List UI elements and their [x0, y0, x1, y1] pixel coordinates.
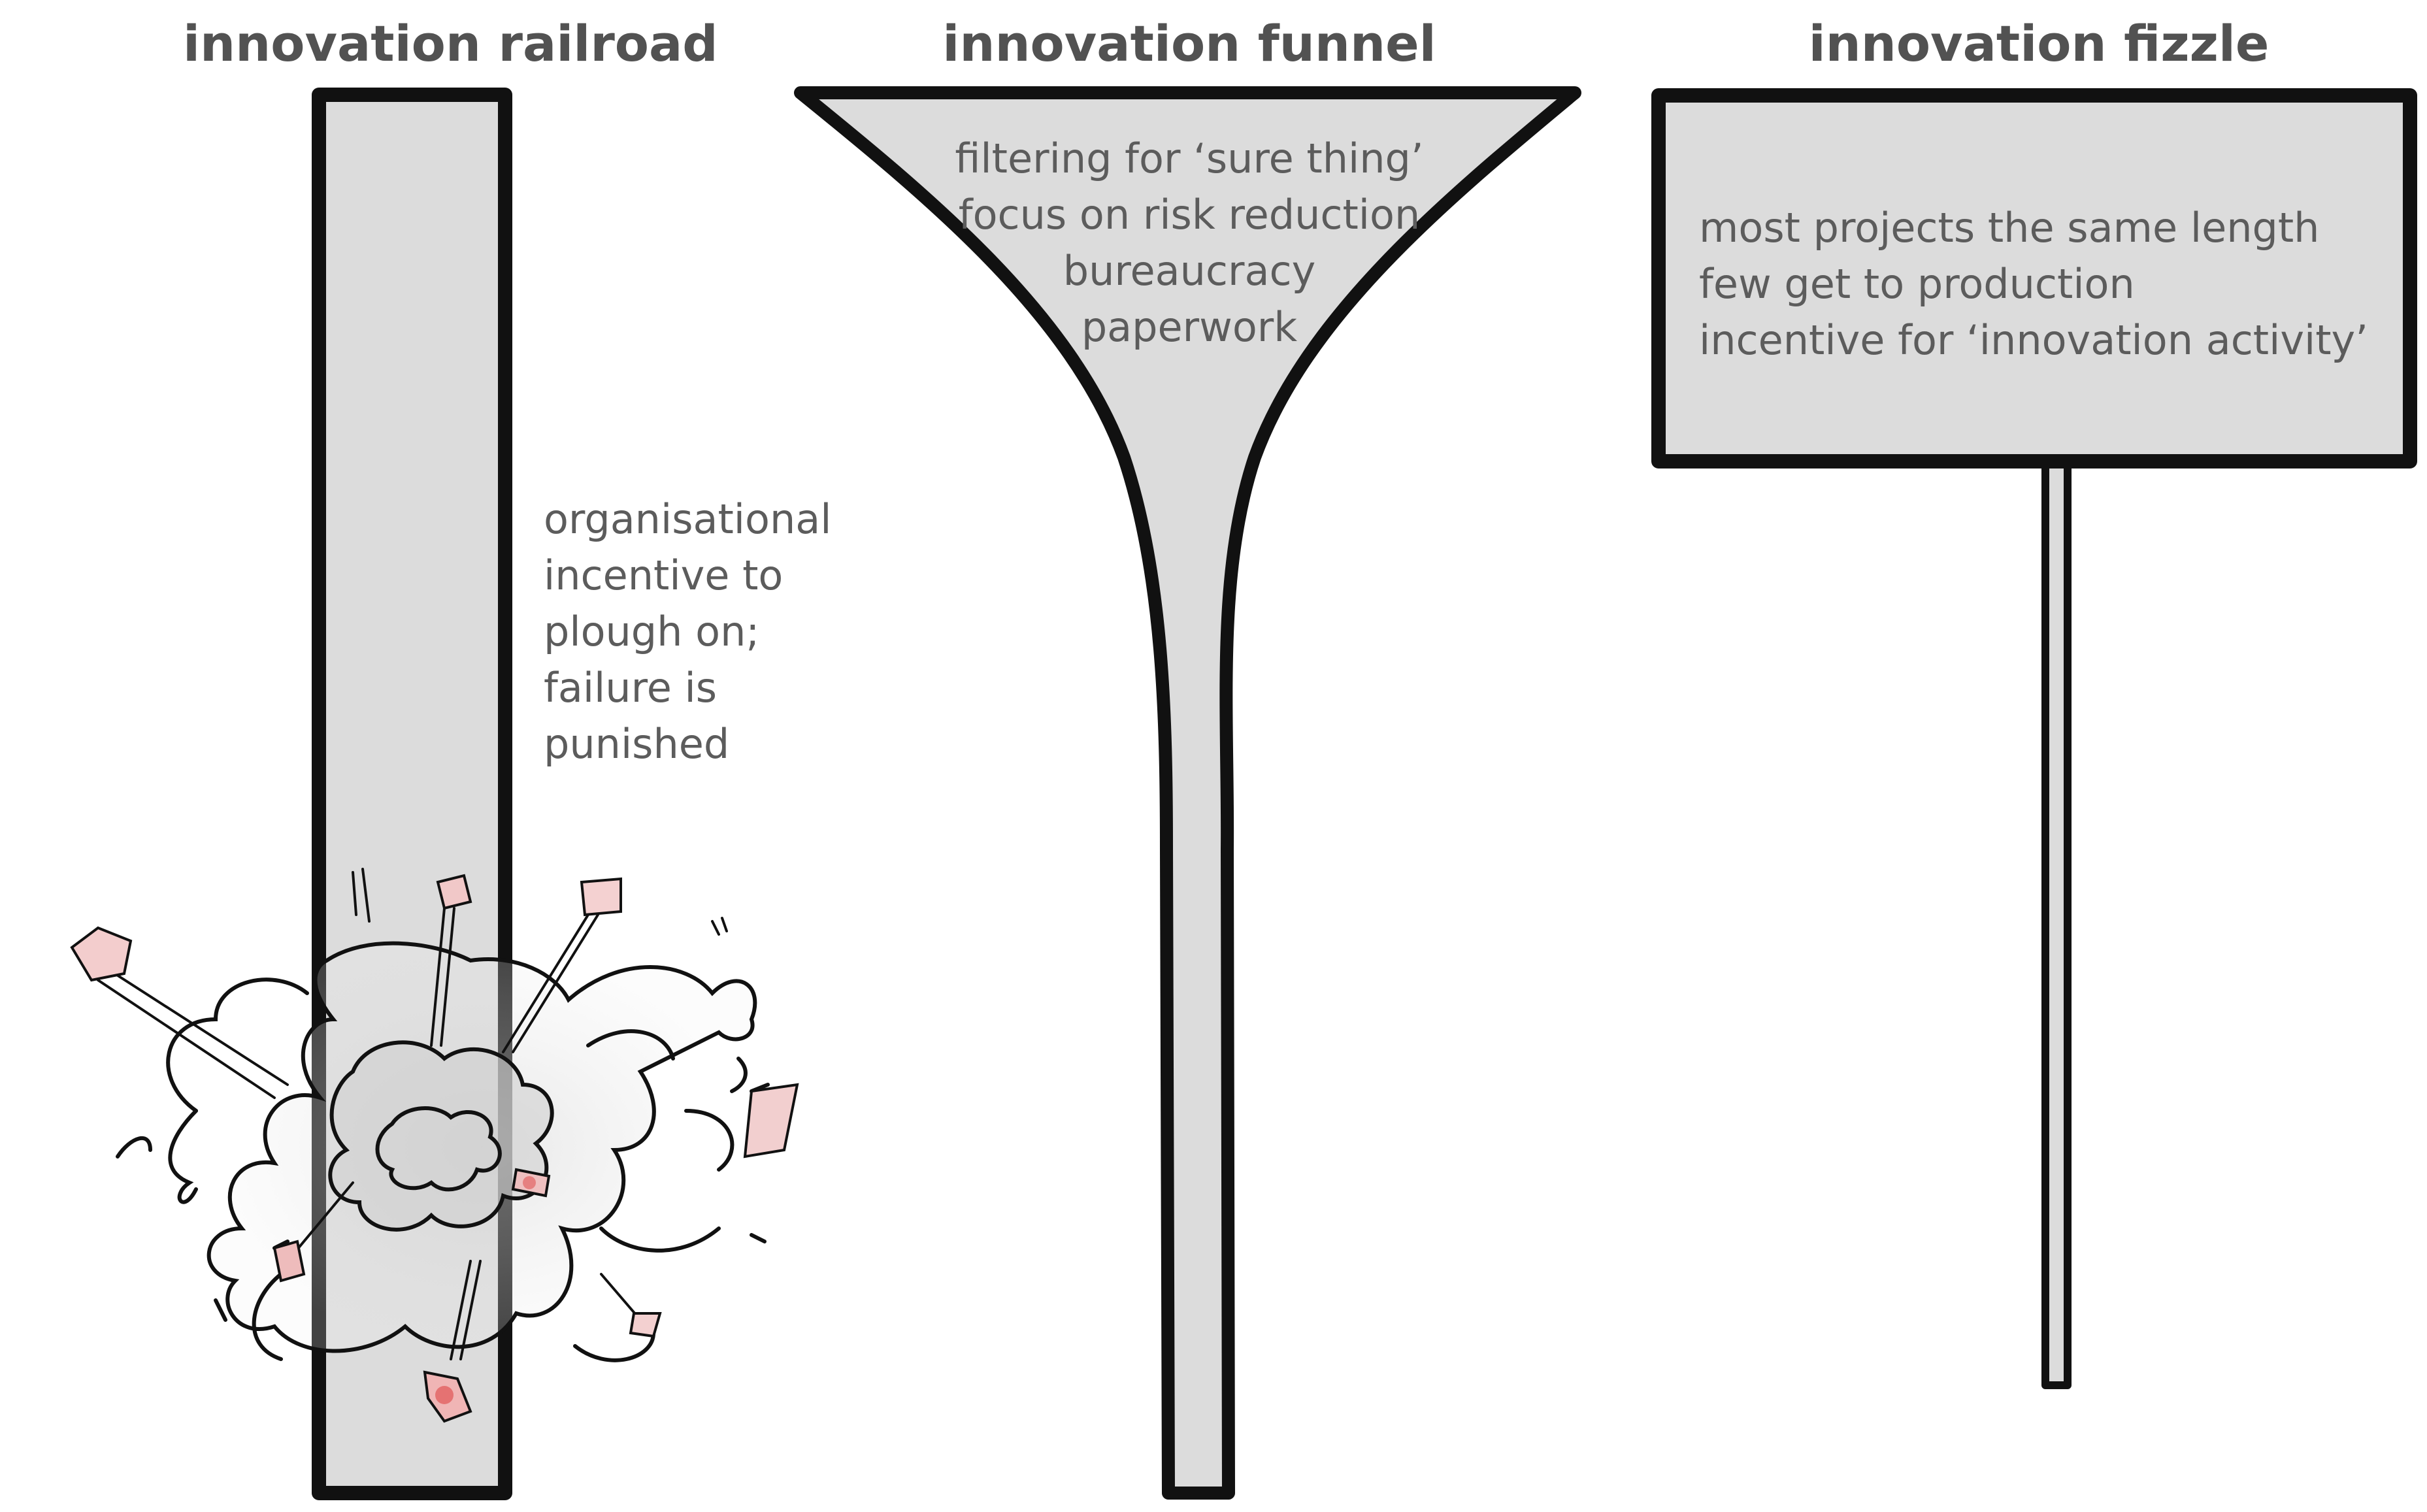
- fizzle-sign: [1651, 88, 2417, 1389]
- railroad-note-line: punished: [544, 720, 730, 768]
- railroad-note-line: failure is: [544, 664, 718, 712]
- fizzle-text-line: incentive for ‘innovation activity’: [1699, 316, 2368, 364]
- railroad-note-line: organisational: [544, 495, 832, 543]
- fizzle-text-line: few get to production: [1699, 260, 2135, 308]
- funnel-text-line: focus on risk reduction: [958, 191, 1421, 238]
- railroad-title: innovation railroad: [183, 14, 718, 73]
- funnel-title: innovation funnel: [942, 14, 1436, 73]
- fizzle-text-line: most projects the same length: [1699, 204, 2320, 252]
- railroad-note: organisational incentive to plough on; f…: [544, 491, 831, 772]
- fizzle-title: innovation fizzle: [1808, 14, 2270, 73]
- funnel-text: filtering for ‘sure thing’ focus on risk…: [921, 131, 1457, 355]
- fizzle-text: most projects the same length few get to…: [1699, 200, 2368, 369]
- explosion-debris: [70, 868, 799, 1423]
- railroad-note-line: plough on;: [544, 608, 760, 655]
- railroad-note-line: incentive to: [544, 551, 784, 599]
- funnel-text-line: paperwork: [1081, 303, 1298, 351]
- funnel-text-line: filtering for ‘sure thing’: [955, 135, 1424, 182]
- funnel-text-line: bureaucracy: [1063, 247, 1316, 295]
- funnel-shape: [794, 86, 1581, 1500]
- explosion-cloud: [116, 941, 770, 1362]
